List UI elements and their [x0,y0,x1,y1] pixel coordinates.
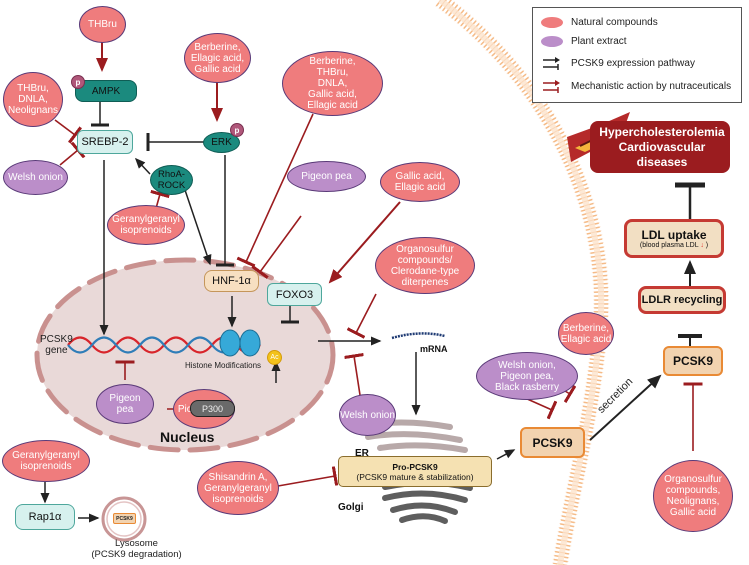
node-foxo3: FOXO3 [267,283,322,306]
natural-compound-swatch-icon [541,17,563,28]
legend-label: Plant extract [571,36,627,47]
compound-thbru-dnla-neolignans: THBru, DNLA, Neolignans [3,72,63,127]
ldl-uptake-subtitle: (blood plasma LDL ↓ ) [640,242,708,249]
golgi-apparatus [382,479,473,524]
legend-item-natural-compounds: Natural compounds [541,17,658,28]
legend-label: Natural compounds [571,17,658,28]
node-ldlr-recycling: LDLR recycling [638,286,726,314]
node-p300: P300 [190,400,235,417]
legend-item-nutraceutical-action: Mechanistic action by nutraceuticals [541,79,731,93]
lysosome-pcsk9: PCSK9 [113,513,136,524]
phospho-badge-erk: p [230,123,244,137]
mrna-strand [391,332,446,340]
outcome-hypercholesterolemia-cvd: Hypercholesterolemia Cardiovascular dise… [590,121,730,173]
plant-welsh-pigeon-rasberry: Welsh onion, Pigeon pea, Black rasberry [476,352,578,400]
node-rap1a: Rap1α [15,504,75,530]
compound-shisandrin-geranylgeranyl: Shisandrin A, Geranylgeranyl isoprenoids [197,461,279,515]
compound-organosulfur-neolignans-gallic: Organosulfur compounds, Neolignans, Gall… [653,460,733,532]
down-arrow-icon: ↓ [700,242,704,249]
label-golgi: Golgi [338,502,364,513]
compound-berberine-ellagic: Berberine, Ellagic acid [558,312,614,355]
label-mrna: mRNA [420,344,448,354]
node-erk: ERK [203,132,240,153]
compound-organosulfur-clerodane: Organosulfur compounds/ Clerodane-type d… [375,237,475,294]
node-ldl-uptake: LDL uptake (blood plasma LDL ↓ ) [624,219,724,258]
cell-membrane [435,0,610,565]
label-lysosome: Lysosome (PCSK9 degradation) [91,538,182,560]
acetyl-marker: Ac [267,350,282,365]
ldl-uptake-title: LDL uptake [641,228,707,242]
compound-gallic-ellagic: Gallic acid, Ellagic acid [380,162,460,202]
node-srebp2: SREBP-2 [77,130,133,154]
node-pcsk9-secreted: PCSK9 [520,427,585,458]
node-pro-pcsk9: Pro-PCSK9 (PCSK9 mature & stabilization) [338,456,492,487]
ldl-uptake-subtitle-close: ) [703,242,709,249]
compound-berberine-ellagic-gallic: Berberine, Ellagic acid, Gallic acid [184,33,251,83]
phospho-badge-ampk: p [71,75,85,89]
plant-extract-swatch-icon [541,36,563,47]
label-er: ER [355,448,369,459]
node-pcsk9-extracellular: PCSK9 [663,346,723,376]
histone-nucleosomes [219,329,261,357]
plant-pigeon-pea-nucleus: Pigeon pea [96,384,154,424]
pro-pcsk9-title: Pro-PCSK9 [392,461,438,472]
legend-label: Mechanistic action by nutraceuticals [571,80,732,92]
compound-geranylgeranyl-isoprenoids-lower: Geranylgeranyl isoprenoids [2,440,90,482]
legend-item-plant-extract: Plant extract [541,36,627,47]
pro-pcsk9-subtitle: (PCSK9 mature & stabilization) [356,471,474,482]
label-pcsk9-gene: PCSK9 gene [40,334,73,356]
node-ampk: AMPK [75,80,137,102]
ldl-uptake-subtitle-text: (blood plasma LDL [639,242,699,249]
legend-item-pcsk9-pathway: PCSK9 expression pathway [541,56,695,70]
compound-berberine-thbru-dnla-gallic-ellagic: Berberine, THBru, DNLA, Gallic acid, Ell… [282,51,383,116]
plant-pigeon-pea: Pigeon pea [287,161,366,192]
node-hnf1a: HNF-1α [204,270,259,292]
label-nucleus: Nucleus [160,429,215,445]
compound-geranylgeranyl-isoprenoids: Geranylgeranyl isoprenoids [107,205,185,245]
red-arrow-inhibit-icon [543,80,560,93]
compound-thbru: THBru [79,6,126,43]
legend: Natural compounds Plant extract PCSK9 ex… [532,7,742,103]
label-histone-modifications: Histone Modifications [185,361,262,370]
node-rhoa-rock: RhoA- ROCK [150,165,193,195]
legend-label: PCSK9 expression pathway [571,57,695,69]
plant-welsh-onion: Welsh onion [3,160,68,195]
plant-welsh-onion-mrna: Welsh onion [339,394,396,436]
black-arrow-inhibit-icon [543,57,560,70]
